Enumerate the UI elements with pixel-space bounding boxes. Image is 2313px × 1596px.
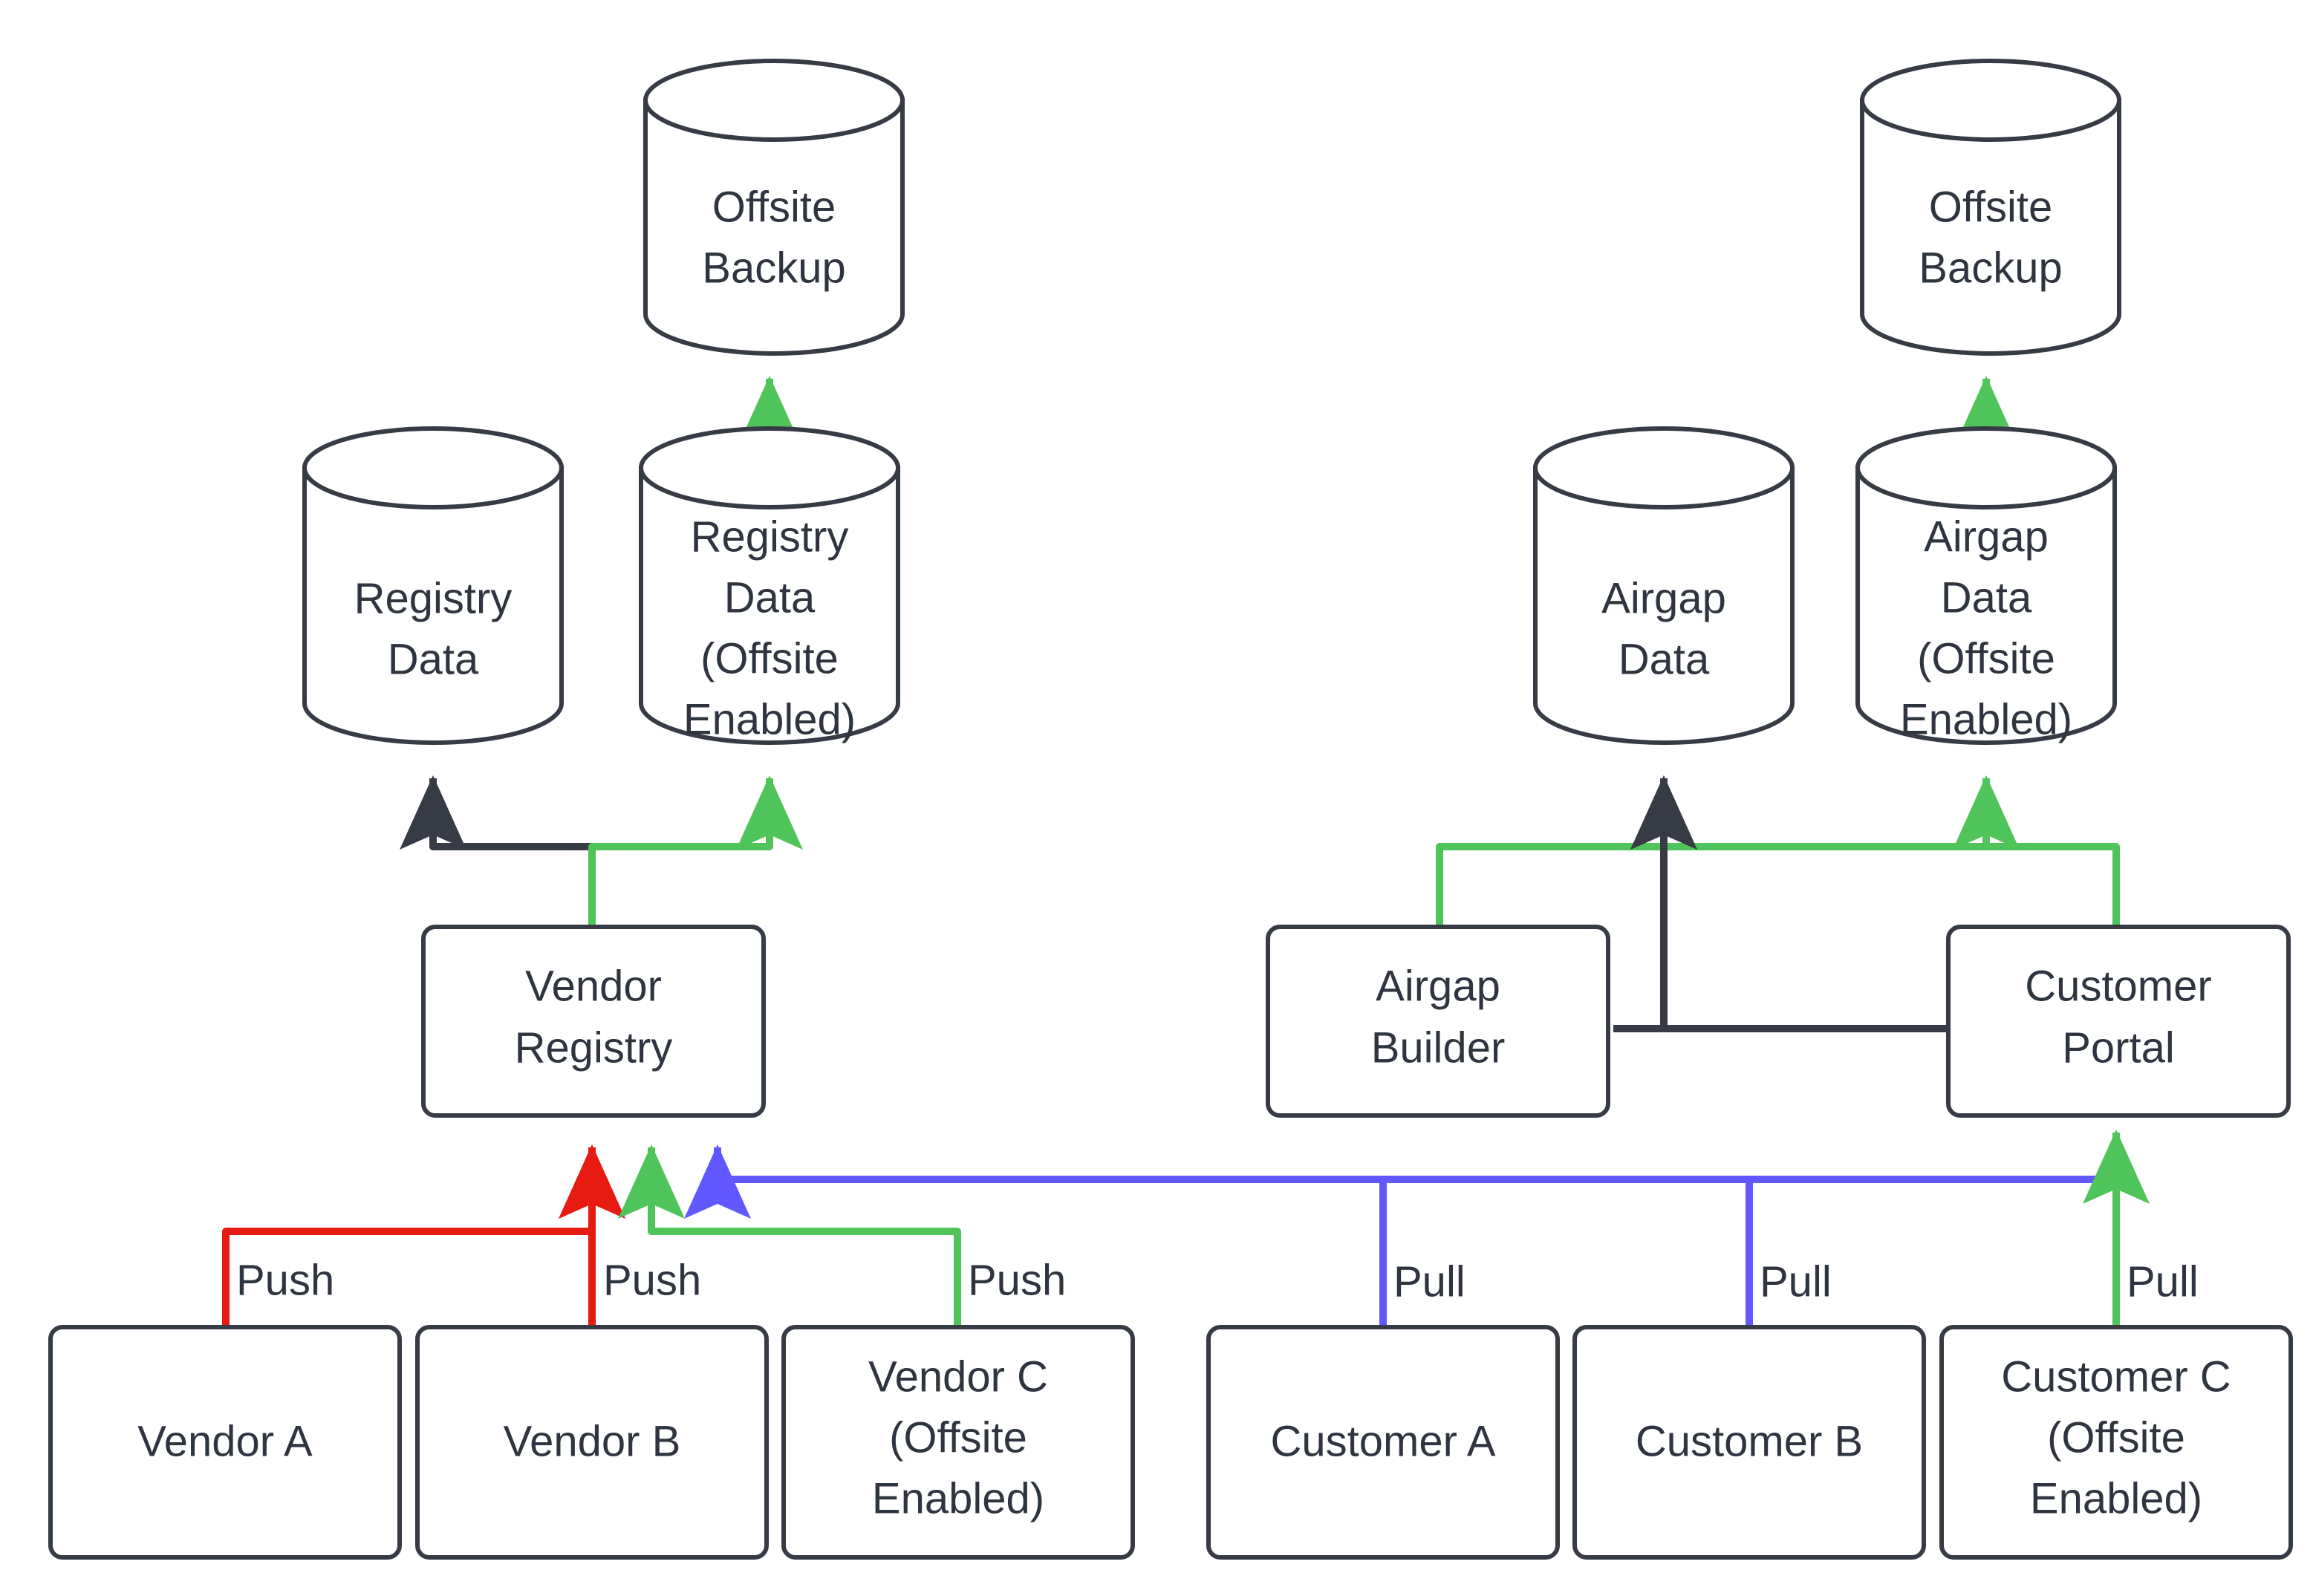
- node-label: (Offsite: [1917, 634, 2055, 683]
- node-label: Registry: [691, 512, 849, 561]
- edge-label-pull-customer-b: Pull: [1760, 1257, 1832, 1306]
- node-label: Enabled): [872, 1474, 1044, 1522]
- edge-label-pull-customer-c: Pull: [2127, 1257, 2199, 1306]
- edge-airgap-builder-to-airgap-data-offsite: [1436, 775, 2020, 925]
- node-label: Airgap: [1601, 574, 1726, 622]
- node-airgap-builder[interactable]: Airgap Builder: [1266, 925, 1610, 1118]
- node-label: Backup: [702, 244, 845, 292]
- edge-customer-b-pull: [1746, 1176, 2116, 1326]
- node-label: Airgap: [1924, 512, 2049, 561]
- node-label: (Offsite: [889, 1413, 1027, 1462]
- node-label: Data: [1619, 635, 1710, 683]
- node-airgap-data-offsite[interactable]: Airgap Data (Offsite Enabled): [1855, 426, 2117, 745]
- edge-vendor-registry-to-registry-data-offsite: [588, 775, 803, 925]
- node-label: Customer: [2025, 962, 2211, 1010]
- node-label: Vendor A: [137, 1417, 313, 1465]
- node-registry-data[interactable]: Registry Data: [302, 426, 564, 745]
- node-label: Data: [724, 573, 816, 622]
- edge-vendor-registry-to-registry-data: [400, 775, 596, 925]
- node-label: Offsite: [712, 183, 836, 231]
- node-vendor-registry[interactable]: Vendor Registry: [421, 925, 766, 1118]
- node-label: Data: [388, 635, 479, 683]
- node-label: (Offsite: [700, 634, 839, 683]
- edge-label-pull-customer-a: Pull: [1393, 1257, 1465, 1306]
- node-offsite-backup-left[interactable]: Offsite Backup: [643, 59, 905, 356]
- edge-label-push-vendor-a: Push: [236, 1256, 334, 1304]
- node-label: Enabled): [683, 695, 856, 743]
- node-label: Builder: [1371, 1023, 1506, 1072]
- node-label: Registry: [515, 1023, 673, 1072]
- node-label: Vendor: [525, 962, 662, 1010]
- node-label: Customer B: [1636, 1417, 1863, 1465]
- edge-customer-portal-to-airgap-data-offsite: [1953, 775, 2120, 925]
- node-label: Portal: [2062, 1023, 2175, 1072]
- node-vendor-b[interactable]: Vendor B: [415, 1325, 769, 1560]
- node-label: Registry: [354, 574, 513, 622]
- node-customer-b[interactable]: Customer B: [1572, 1325, 1926, 1560]
- node-label: Customer A: [1271, 1417, 1496, 1465]
- node-label: Enabled): [1900, 695, 2072, 743]
- edge-label-push-vendor-c: Push: [968, 1256, 1066, 1304]
- node-label: (Offsite: [2047, 1413, 2185, 1462]
- node-registry-data-offsite[interactable]: Registry Data (Offsite Enabled): [639, 426, 900, 745]
- node-label: Vendor B: [504, 1417, 681, 1465]
- node-label: Offsite: [1929, 183, 2053, 231]
- node-label: Vendor C: [868, 1352, 1048, 1401]
- node-customer-c[interactable]: Customer C (Offsite Enabled): [1939, 1325, 2293, 1560]
- node-vendor-a[interactable]: Vendor A: [48, 1325, 402, 1560]
- node-vendor-c[interactable]: Vendor C (Offsite Enabled): [781, 1325, 1135, 1560]
- edge-airgap-builder-to-airgap-data: [1613, 775, 1697, 1032]
- node-customer-portal[interactable]: Customer Portal: [1946, 925, 2291, 1118]
- node-label: Customer C: [2001, 1352, 2231, 1401]
- edge-customer-portal-to-airgap-data: [1630, 775, 1950, 1032]
- edge-label-push-vendor-b: Push: [603, 1256, 701, 1304]
- node-label: Airgap: [1376, 962, 1500, 1010]
- edge-vendor-c-push: [618, 1144, 961, 1326]
- edge-customer-portal-to-vendor-registry: [684, 1144, 2116, 1219]
- node-airgap-data[interactable]: Airgap Data: [1533, 426, 1795, 745]
- node-label: Backup: [1919, 244, 2062, 292]
- node-label: Data: [1941, 573, 2032, 622]
- node-label: Enabled): [2030, 1474, 2202, 1522]
- node-offsite-backup-right[interactable]: Offsite Backup: [1860, 59, 2121, 356]
- node-customer-a[interactable]: Customer A: [1206, 1325, 1560, 1560]
